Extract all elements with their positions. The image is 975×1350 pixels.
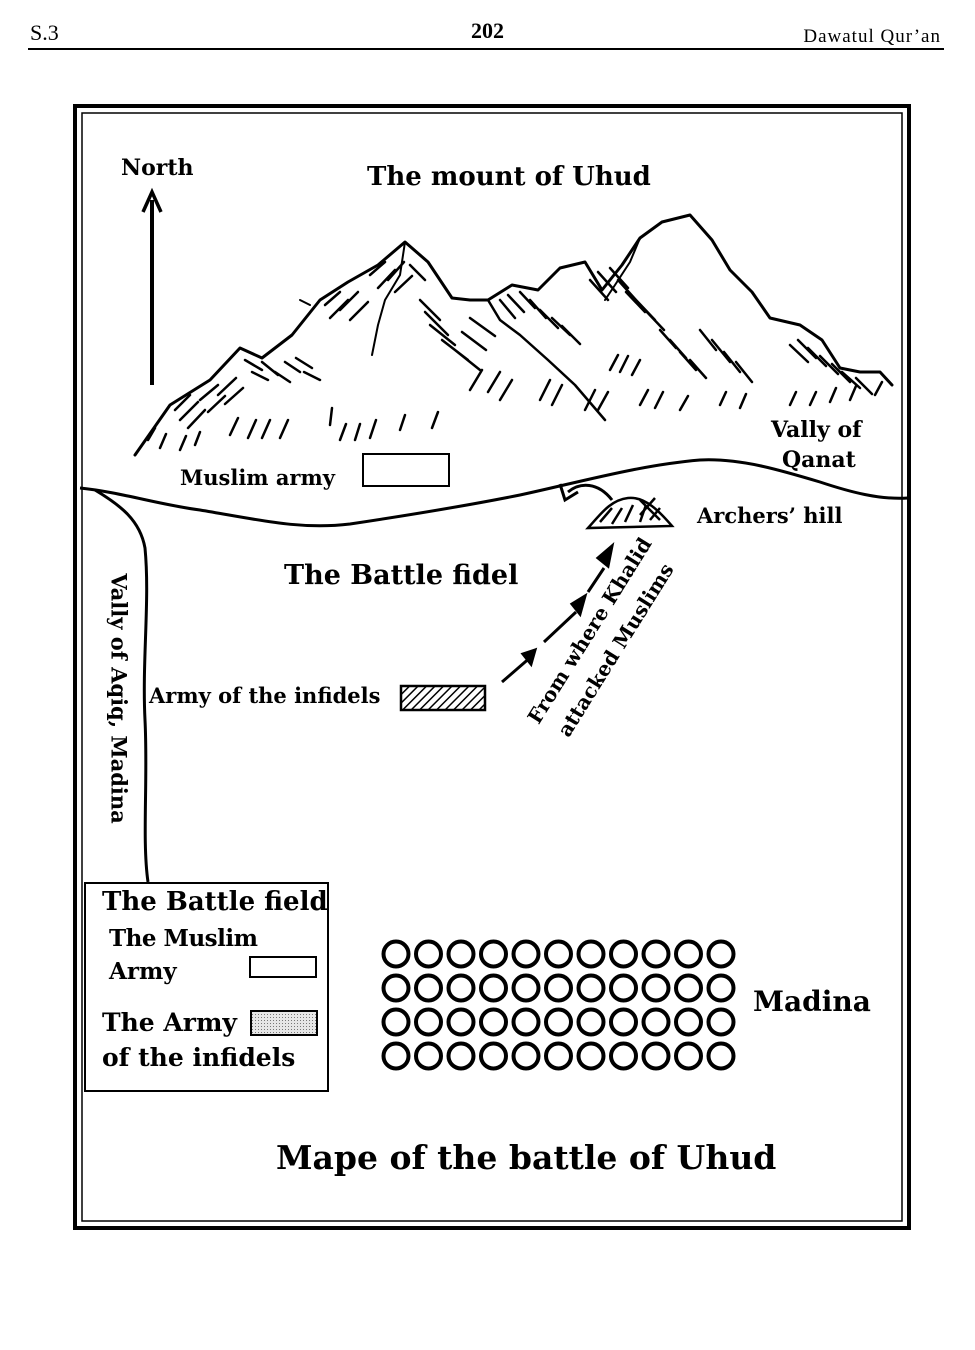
legend-infidel-label-line1: The Army — [102, 1008, 237, 1037]
page-number: 202 — [471, 18, 504, 43]
madina-house-icon — [446, 1007, 476, 1037]
outer-frame — [73, 104, 911, 1230]
madina-houses — [381, 939, 736, 1071]
madina-label: Madina — [753, 985, 871, 1018]
north-label: North — [121, 155, 194, 181]
khalid-route-arrow-icon — [501, 542, 615, 684]
madina-house-icon — [544, 973, 573, 1003]
madina-house-icon — [609, 1007, 638, 1037]
madina-house-icon — [544, 939, 573, 969]
inner-frame — [81, 112, 903, 1222]
madina-house-icon — [479, 939, 508, 969]
legend-infidel-label-line2: of the infidels — [102, 1043, 296, 1072]
madina-house-icon — [381, 1007, 411, 1037]
madina-house-icon — [414, 939, 443, 969]
map-title: Mape of the battle of Uhud — [276, 1138, 777, 1177]
madina-house-icon — [641, 1007, 671, 1037]
valley-boundary-line — [79, 458, 909, 528]
north-arrow-icon — [141, 187, 163, 385]
madina-house-icon — [544, 1007, 573, 1037]
legend-title: The Battle field — [102, 887, 328, 917]
madina-house-icon — [511, 1007, 541, 1037]
valley-aqiq-line — [94, 488, 150, 883]
madina-house-icon — [446, 1041, 476, 1071]
legend-infidel-swatch — [250, 1010, 318, 1036]
madina-house-icon — [674, 1041, 703, 1071]
madina-house-icon — [706, 1007, 736, 1037]
muslim-army-label: Muslim army — [180, 465, 335, 490]
madina-house-icon — [381, 973, 411, 1003]
madina-house-icon — [576, 1007, 606, 1037]
madina-house-icon — [641, 939, 671, 969]
madina-house-icon — [576, 973, 606, 1003]
madina-house-icon — [511, 973, 541, 1003]
mountain-label: The mount of Uhud — [367, 162, 651, 192]
madina-house-icon — [511, 939, 541, 969]
archers-hill-icon — [558, 483, 675, 530]
header-rule — [28, 48, 944, 50]
madina-house-icon — [609, 939, 638, 969]
madina-house-icon — [706, 973, 736, 1003]
madina-house-icon — [641, 1041, 671, 1071]
infidel-army-marker — [399, 684, 487, 712]
archers-hill-label: Archers’ hill — [697, 503, 843, 528]
madina-house-icon — [446, 973, 476, 1003]
valley-qanat-label-line2: Qanat — [782, 447, 856, 473]
section-label: S.3 — [30, 20, 59, 45]
muslim-army-marker — [362, 453, 450, 487]
madina-house-icon — [479, 1007, 508, 1037]
infidel-army-label: Army of the infidels — [149, 683, 381, 708]
madina-house-icon — [706, 1041, 736, 1071]
legend-muslim-swatch — [249, 956, 317, 978]
madina-house-icon — [641, 973, 671, 1003]
madina-house-icon — [706, 939, 736, 969]
valley-qanat-label-line1: Vally of — [771, 417, 862, 443]
madina-house-icon — [544, 1041, 573, 1071]
book-title: Dawatul Qur’an — [803, 26, 941, 47]
legend-box — [84, 882, 329, 1092]
mountain-icon — [133, 213, 894, 457]
madina-house-icon — [446, 939, 476, 969]
madina-house-icon — [479, 1041, 508, 1071]
madina-house-icon — [609, 973, 638, 1003]
madina-house-icon — [674, 939, 703, 969]
madina-house-icon — [576, 939, 606, 969]
madina-house-icon — [414, 973, 443, 1003]
valley-aqiq-label: Vally of Aqiq, Madina — [106, 573, 132, 824]
madina-house-icon — [674, 1007, 703, 1037]
madina-house-icon — [381, 939, 411, 969]
madina-house-icon — [414, 1007, 443, 1037]
madina-house-icon — [381, 1041, 411, 1071]
battlefield-label: The Battle fidel — [284, 560, 519, 591]
madina-house-icon — [479, 973, 508, 1003]
legend-muslim-label-line2: Army — [109, 958, 177, 985]
madina-house-icon — [414, 1041, 443, 1071]
madina-house-icon — [674, 973, 703, 1003]
madina-house-icon — [576, 1041, 606, 1071]
legend-muslim-label-line1: The Muslim — [109, 925, 258, 952]
madina-house-icon — [609, 1041, 638, 1071]
madina-house-icon — [511, 1041, 541, 1071]
